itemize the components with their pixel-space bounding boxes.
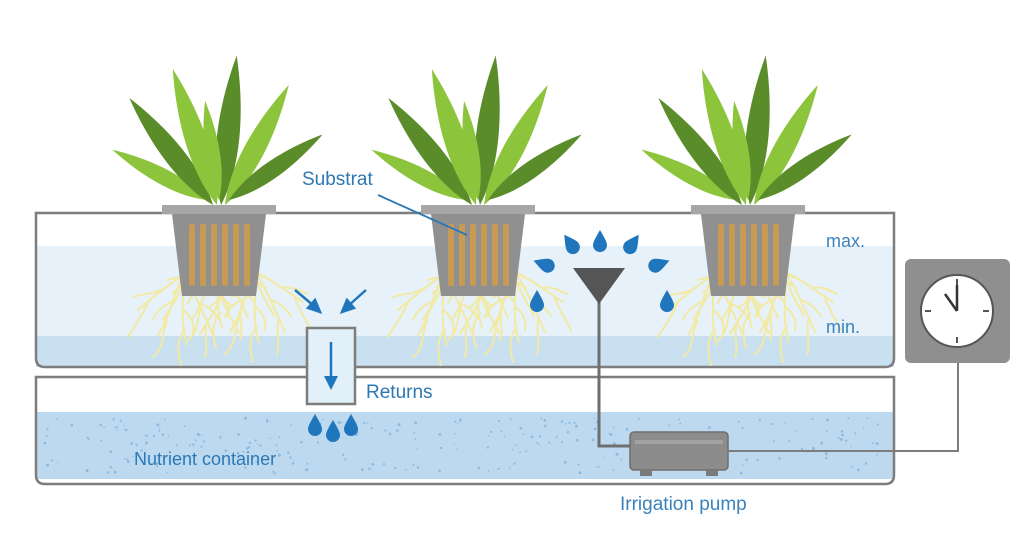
substrate-slot [740,224,746,286]
water-drop-icon [344,414,358,436]
substrate-slot [470,224,476,286]
substrate-slot [503,224,509,286]
net-pot [431,214,525,296]
lettuce-plant-icon [108,54,328,296]
pot-rim [162,205,276,214]
substrate-slot [222,224,228,286]
nutrient-container-outline [34,375,896,486]
irrigation-pump-label: Irrigation pump [620,494,747,515]
substrate-slot [751,224,757,286]
pot-rim [421,205,535,214]
net-pot [701,214,795,296]
grow-tray-outline [34,211,896,369]
irrigation-pump [629,431,729,476]
clock-ticks [925,279,989,343]
substrate-slot [233,224,239,286]
clock-hour-hand [943,293,959,312]
pot-rim [691,205,805,214]
substrate-slot [189,224,195,286]
timer [727,259,1010,452]
plant-leaves [367,54,587,212]
substrate-slot [200,224,206,286]
substrate-slot [459,224,465,286]
substrate-slot [492,224,498,286]
substrate-slot [481,224,487,286]
lettuce-plant-icon [637,54,857,296]
irrigation-line [573,268,632,448]
water-drop-icon [308,414,322,436]
plant-leaves [108,54,328,212]
nutrient-solution [36,412,894,479]
water-drop-icon [326,420,340,442]
substrat-pointer [377,194,468,236]
substrate-slot [773,224,779,286]
grow-tray-water-low [36,336,894,367]
substrate-slot [211,224,217,286]
water-drop-icon [623,234,639,255]
nutrient-particles [43,416,879,475]
water-drop-icon [648,258,670,273]
min-level-label: min. [826,317,861,337]
returns-label: Returns [366,382,433,403]
nutrient-container [34,375,896,486]
water-drop-icon [533,258,555,273]
inflow-arrows [294,289,367,315]
max-level-label: max. [826,231,866,251]
substrate-slot [448,224,454,286]
substrate-slot [729,224,735,286]
water-drop-icon [593,230,607,252]
water-drops [308,230,674,442]
substrate-slot [718,224,724,286]
substrate-slot [762,224,768,286]
nutrient-container-label: Nutrient container [134,449,277,469]
sprinkler-funnel [573,268,625,304]
return-pipe [294,289,367,406]
water-drop-icon [660,290,674,312]
water-drop-icon [530,290,544,312]
plant-leaves [637,54,857,212]
net-pot [172,214,266,296]
substrat-label: Substrat [302,169,373,190]
flow-arrow-icon-head [324,376,338,390]
lettuce-plant-icon [367,54,587,296]
water-drop-icon [564,234,580,255]
substrate-slot [244,224,250,286]
